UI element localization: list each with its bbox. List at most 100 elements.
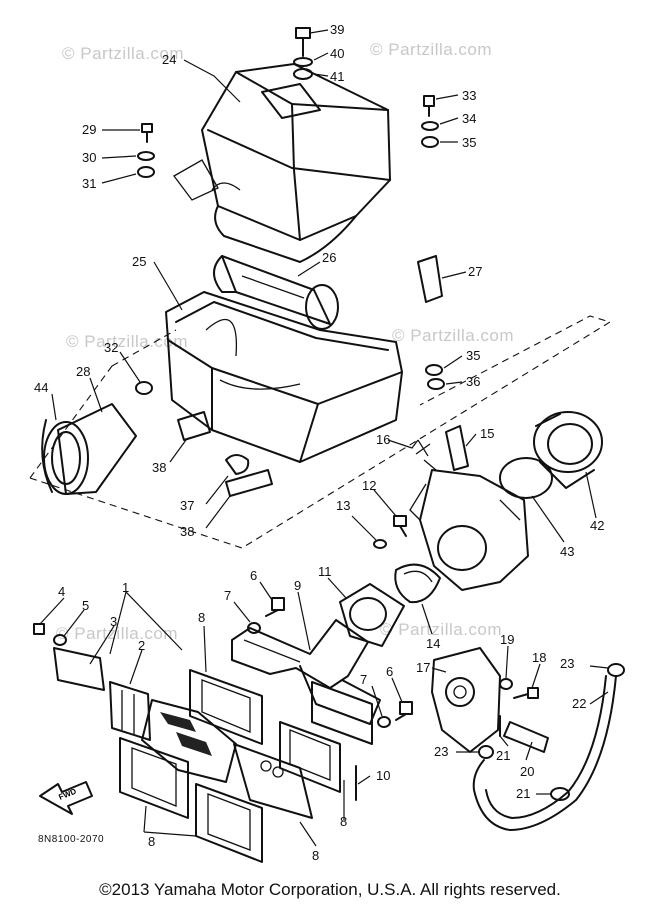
callout-8-far-right: 8 — [312, 848, 319, 863]
clip-23-right — [607, 663, 625, 677]
callout-18: 18 — [532, 650, 546, 665]
callout-24: 24 — [162, 52, 176, 67]
bolt-29 — [141, 123, 153, 143]
watermark-mid-right: © Partzilla.com — [392, 326, 515, 345]
washer-5 — [53, 634, 67, 646]
band-44 — [41, 419, 53, 493]
manifold-spacer — [233, 743, 313, 819]
callout-19: 19 — [500, 632, 514, 647]
bolt-39 — [295, 27, 311, 57]
callout-36: 36 — [466, 374, 480, 389]
bolt-6-lower — [395, 701, 413, 721]
reed-stopper-2 — [109, 681, 151, 741]
reed-valve-1 — [141, 699, 237, 783]
hose-20 — [503, 721, 549, 753]
washer-34 — [421, 121, 439, 131]
gasket-8-e — [311, 681, 373, 745]
inner-duct — [213, 255, 339, 330]
watermark-lower-left: © Partzilla.com — [56, 624, 179, 643]
bolt-6-upper — [265, 597, 285, 617]
gasket-8-c — [119, 737, 189, 819]
watermark-mid-left: © Partzilla.com — [66, 332, 189, 351]
diagram-code: 8N8100-2070 — [38, 834, 104, 845]
callout-27: 27 — [468, 264, 482, 279]
callout-10: 10 — [376, 768, 390, 783]
leader-lines — [39, 29, 609, 847]
callout-42: 42 — [590, 518, 604, 533]
callout-23-left: 23 — [434, 744, 448, 759]
gasket-8-a — [189, 669, 263, 745]
joint-28 — [43, 403, 137, 495]
callout-6-lower: 6 — [386, 664, 393, 679]
washer-30 — [137, 151, 155, 161]
callout-26: 26 — [322, 250, 336, 265]
gasket-43 — [499, 457, 553, 499]
watermark-top-left: © Partzilla.com — [62, 44, 185, 63]
callout-7-lower: 7 — [360, 672, 367, 687]
callout-44: 44 — [34, 380, 48, 395]
screw-12 — [393, 515, 407, 537]
callout-2: 2 — [138, 638, 145, 653]
callout-35-top: 35 — [462, 135, 476, 150]
callout-8-bottom: 8 — [148, 834, 155, 849]
callouts: 39 40 41 24 33 34 35 29 30 31 25 26 27 3… — [34, 22, 604, 863]
washer-13 — [373, 539, 387, 549]
washer-41 — [293, 68, 313, 80]
washer-7-upper — [247, 622, 261, 634]
callout-39: 39 — [330, 22, 344, 37]
bolt-33 — [423, 95, 435, 117]
washer-7-lower — [377, 716, 391, 728]
clamp-14 — [394, 563, 441, 604]
callout-40: 40 — [330, 46, 344, 61]
reed-3 — [53, 647, 105, 691]
callout-37: 37 — [180, 498, 194, 513]
callout-32: 32 — [104, 340, 118, 355]
callout-13: 13 — [336, 498, 350, 513]
gasket-8-b — [279, 721, 341, 793]
callout-8-right: 8 — [340, 814, 347, 829]
washer-35-top — [421, 136, 439, 148]
callout-16: 16 — [376, 432, 390, 447]
callout-11: 11 — [318, 564, 332, 579]
callout-33: 33 — [462, 88, 476, 103]
joint-42 — [533, 411, 603, 489]
callout-25: 25 — [132, 254, 146, 269]
callout-35-mid: 35 — [466, 348, 480, 363]
callout-9: 9 — [294, 578, 301, 593]
upper-silencer-case — [173, 63, 391, 263]
silencer-group-outline — [29, 315, 612, 549]
callout-21-upper: 21 — [496, 748, 510, 763]
washer-31 — [137, 166, 155, 178]
callout-6-upper: 6 — [250, 568, 257, 583]
washer-35-mid — [425, 364, 443, 376]
callout-17: 17 — [416, 660, 430, 675]
callout-3: 3 — [110, 614, 117, 629]
intake-manifold-9 — [231, 619, 381, 725]
callout-15: 15 — [480, 426, 494, 441]
fuel-hose-22 — [472, 675, 617, 831]
clip-27 — [417, 255, 443, 303]
callout-8-upper: 8 — [198, 610, 205, 625]
callout-14: 14 — [426, 636, 440, 651]
flange-11 — [339, 583, 405, 647]
callout-31: 31 — [82, 176, 96, 191]
copyright-notice: ©2013 Yamaha Motor Corporation, U.S.A. A… — [99, 880, 561, 899]
callout-38-lower: 38 — [180, 524, 194, 539]
callout-20: 20 — [520, 764, 534, 779]
lower-silencer-case — [165, 291, 403, 463]
washer-19 — [499, 678, 513, 690]
callout-28: 28 — [76, 364, 90, 379]
gasket-8-d — [195, 783, 263, 863]
bolt-18 — [513, 687, 539, 699]
callout-7-upper: 7 — [224, 588, 231, 603]
callout-22: 22 — [572, 696, 586, 711]
callout-1: 1 — [122, 580, 129, 595]
callout-43: 43 — [560, 544, 574, 559]
clamp-37 — [225, 454, 250, 475]
callout-21-lower: 21 — [516, 786, 530, 801]
callout-34: 34 — [462, 111, 476, 126]
exploded-parts-diagram: FWD — [29, 22, 625, 863]
front-direction-arrow: FWD — [39, 781, 93, 815]
clip-23-left — [478, 745, 494, 759]
carburetor — [409, 425, 529, 591]
